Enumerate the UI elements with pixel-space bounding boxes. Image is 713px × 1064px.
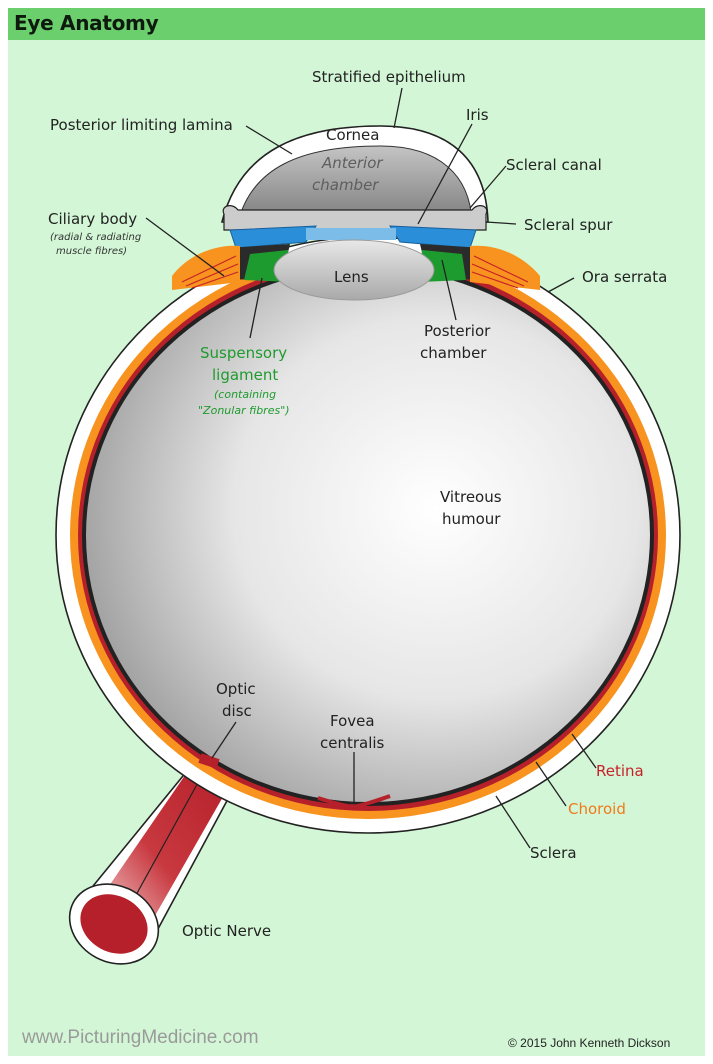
label-ciliary-body: Ciliary body — [48, 210, 137, 228]
page-title: Eye Anatomy — [14, 11, 159, 35]
label-suspensory-2: ligament — [212, 366, 278, 384]
label-optic-disc-1: Optic — [216, 680, 256, 698]
label-vitreous-2: humour — [442, 510, 501, 528]
label-posterior-chamber-2: chamber — [420, 344, 487, 362]
label-suspensory-note-1: (containing — [214, 388, 276, 401]
iris-left — [229, 225, 317, 249]
label-ciliary-body-note-1: (radial & radiating — [50, 232, 141, 243]
label-vitreous-1: Vitreous — [440, 488, 502, 506]
label-stratified-epithelium: Stratified epithelium — [312, 68, 466, 86]
label-optic-disc-2: disc — [222, 702, 252, 720]
label-suspensory-1: Suspensory — [200, 344, 287, 362]
eye-globe — [55, 236, 681, 834]
vitreous-humour — [86, 268, 650, 802]
label-ciliary-body-note-2: muscle fibres) — [56, 246, 127, 257]
anterior-chamber — [237, 145, 473, 223]
label-posterior-chamber-1: Posterior — [424, 322, 491, 340]
anterior-segment — [172, 125, 540, 301]
label-optic-nerve: Optic Nerve — [182, 922, 271, 940]
label-choroid: Choroid — [568, 800, 626, 818]
label-sclera: Sclera — [530, 844, 577, 862]
header-bar: Eye Anatomy — [8, 8, 705, 40]
label-scleral-spur: Scleral spur — [524, 216, 613, 234]
label-cornea: Cornea — [326, 126, 379, 144]
label-posterior-limiting-lamina: Posterior limiting lamina — [50, 116, 233, 134]
label-iris: Iris — [466, 106, 489, 124]
label-scleral-canal: Scleral canal — [506, 156, 602, 174]
label-suspensory-note-2: "Zonular fibres") — [198, 404, 290, 417]
optic-nerve — [68, 758, 238, 965]
eye-diagram: Stratified epithelium Posterior limiting… — [48, 68, 681, 965]
footer-copyright: © 2015 John Kenneth Dickson — [508, 1036, 671, 1050]
label-anterior-chamber-1: Anterior — [321, 154, 383, 172]
diagram-panel: Stratified epithelium Posterior limiting… — [8, 40, 705, 1056]
leader-lines — [145, 87, 597, 849]
labels: Stratified epithelium Posterior limiting… — [48, 68, 667, 940]
label-retina: Retina — [596, 762, 644, 780]
footer-website: www.PicturingMedicine.com — [22, 1027, 259, 1048]
label-fovea-1: Fovea — [330, 712, 375, 730]
label-ora-serrata: Ora serrata — [582, 268, 667, 286]
lens — [273, 239, 435, 301]
label-lens: Lens — [334, 268, 369, 286]
label-anterior-chamber-2: chamber — [312, 176, 379, 194]
label-fovea-2: centralis — [320, 734, 385, 752]
